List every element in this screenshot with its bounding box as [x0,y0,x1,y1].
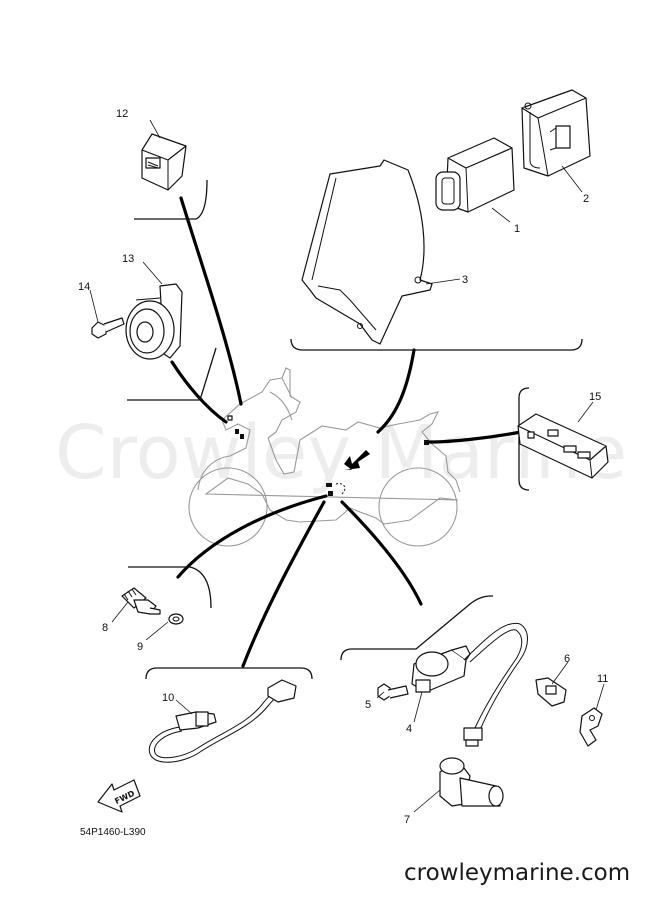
callout-6: 6 [564,653,570,665]
fwd-arrow: FWD [97,779,141,813]
bolt-part-14 [91,317,125,339]
callout-3: 3 [462,274,468,286]
callout-4: 4 [406,723,412,735]
callout-11: 11 [597,673,608,685]
callout-14: 14 [78,281,90,293]
callout-15: 15 [589,391,601,403]
callout-5: 5 [365,699,371,711]
sensor-part-8 [121,587,161,615]
motorcycle-silhouette [188,367,461,547]
website-url: crowleymarine.com [404,860,630,886]
location-markers [227,415,429,496]
cdi-unit-part-1 [435,137,515,213]
spark-plug-cap-part-7 [439,757,504,807]
callout-10: 10 [162,692,174,704]
o2-sensor-part-10 [148,679,297,763]
clip-part-6 [535,677,567,707]
cdi-cover-part-2 [521,89,591,177]
callout-7: 7 [404,814,410,826]
callouts: 12 13 14 1 2 3 15 8 9 10 5 4 6 11 7 [78,108,608,826]
bracket-plate-part-3 [301,159,433,345]
callout-1: 1 [514,223,520,235]
relay-part-12 [141,133,187,191]
bolt-part-5 [377,683,409,701]
horn-part-13 [125,283,183,360]
arrow-icon [344,450,370,470]
diagram-code: 54P1460-L390 [80,827,146,838]
connector-part-15 [517,413,609,479]
washer-part-9 [168,613,184,625]
bracket-part-11 [579,707,603,747]
group-brackets [127,179,583,680]
callout-9: 9 [137,641,143,653]
callout-leaders [89,119,605,813]
callout-13: 13 [122,253,134,265]
callout-8: 8 [102,622,108,634]
group-leaders [170,196,523,668]
ignition-coil-part-4 [411,622,528,747]
callout-2: 2 [583,193,589,205]
callout-12: 12 [116,108,128,120]
